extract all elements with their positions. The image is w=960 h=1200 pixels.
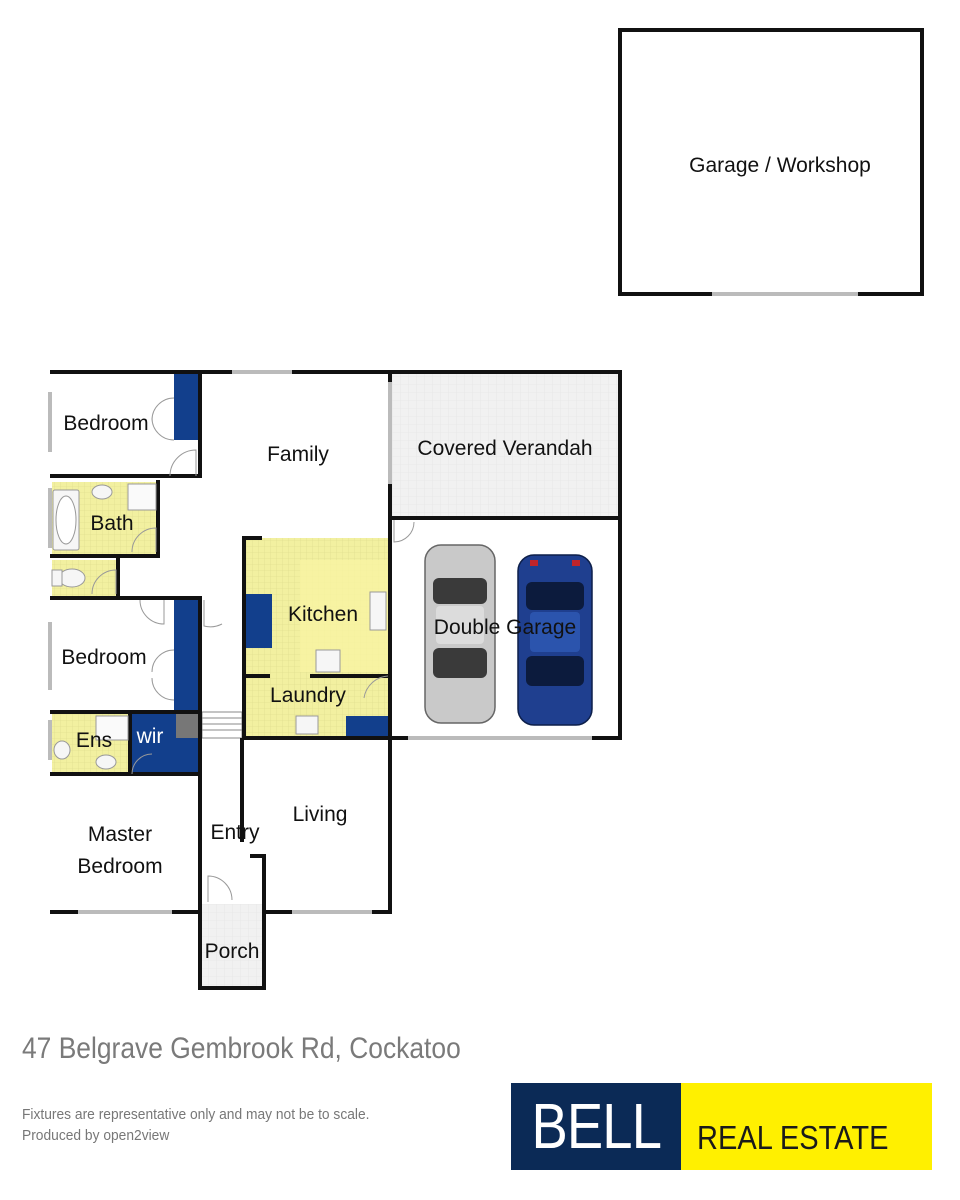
doors: [91, 397, 415, 902]
room-label-family: Family: [267, 443, 329, 466]
logo-tagline: REAL ESTATE: [681, 1083, 932, 1170]
room-label-bedroom-1: Bedroom: [63, 412, 148, 435]
fixtures: [51, 483, 387, 770]
basin: [91, 484, 113, 500]
room-label-laundry: Laundry: [270, 684, 346, 707]
room-label-living: Living: [293, 803, 348, 826]
room-label-bath: Bath: [90, 512, 133, 535]
kitchen-sink: [369, 591, 387, 631]
covered-verandah-floor: [390, 372, 620, 518]
garage-workshop: Garage / Workshop: [618, 28, 924, 296]
floor-plan: Garage / Workshop: [48, 28, 924, 990]
ensuite-shower: [95, 715, 129, 741]
shower: [127, 483, 157, 511]
cooktop: [315, 649, 341, 673]
toilet: [58, 568, 86, 588]
room-label-porch: Porch: [205, 940, 260, 963]
logo-tagline-text: REAL ESTATE: [697, 1119, 889, 1156]
room-label-master-line2: Bedroom: [77, 855, 162, 878]
disclaimer: Fixtures are representative only and may…: [22, 1106, 370, 1123]
property-address: 47 Belgrave Gembrook Rd, Cockatoo: [22, 1032, 461, 1065]
column: [176, 712, 200, 738]
room-label-entry: Entry: [210, 821, 260, 844]
stairs: [201, 711, 243, 739]
blue-car: [517, 554, 593, 726]
porch-floor: [200, 904, 264, 988]
wardrobes: [130, 374, 388, 774]
silver-car: [424, 544, 496, 724]
room-label-garage-workshop: Garage / Workshop: [689, 154, 871, 177]
bell-real-estate-logo: BELL REAL ESTATE: [511, 1083, 932, 1170]
room-label-kitchen: Kitchen: [288, 603, 358, 626]
logo-brand: BELL: [511, 1083, 681, 1170]
produced-by: Produced by open2view: [22, 1127, 170, 1144]
room-label-bedroom-2: Bedroom: [61, 646, 146, 669]
room-label-covered-verandah: Covered Verandah: [417, 437, 592, 460]
laundry-tub: [295, 715, 319, 735]
logo-brand-text: BELL: [531, 1090, 662, 1162]
room-label-wir: wir: [136, 725, 164, 748]
ensuite-basin: [53, 740, 71, 760]
room-label-ensuite: Ens: [76, 729, 112, 752]
room-label-master-line1: Master: [88, 823, 152, 846]
room-label-double-garage: Double Garage: [434, 616, 576, 639]
ensuite-toilet: [95, 754, 117, 770]
windows: [48, 370, 592, 914]
